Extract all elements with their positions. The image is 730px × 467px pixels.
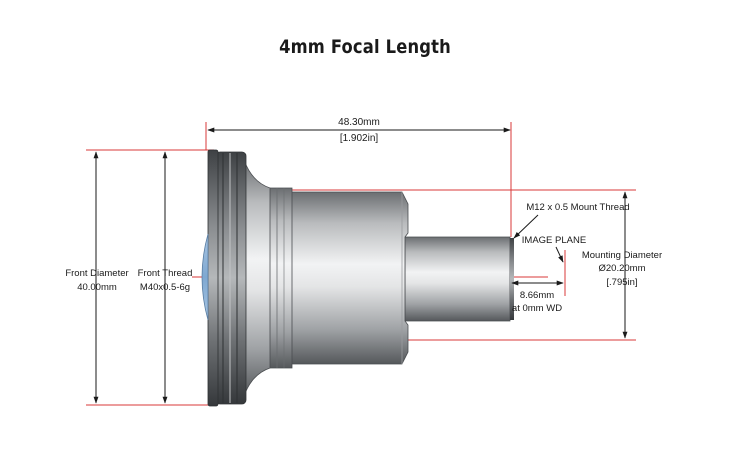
front-thread-value: M40x0.5-6g: [140, 282, 190, 293]
image-plane-leader: [555, 246, 564, 263]
front-thread-label: Front Thread: [138, 268, 193, 279]
dimension-labels: 48.30mm [1.902in] M12 x 0.5 Mount Thread…: [65, 117, 662, 314]
front-diameter-label: Front Diameter: [65, 268, 128, 279]
barrel-collar: [267, 187, 293, 369]
front-glass: [201, 233, 209, 321]
front-diameter-value: 40.00mm: [77, 282, 117, 293]
lens-body: [201, 149, 514, 407]
working-distance-value: 8.66mm: [520, 290, 554, 301]
length-mm-label: 48.30mm: [338, 117, 380, 128]
length-inch-label: [1.902in]: [340, 133, 379, 144]
main-barrel: [289, 191, 409, 365]
working-distance-note: at 0mm WD: [512, 303, 562, 314]
mounting-diameter-label: Mounting Diameter: [582, 250, 662, 261]
dimension-arrows: [93, 127, 628, 404]
mount-thread-leader: [513, 214, 539, 239]
mount-thread-end: [510, 238, 514, 320]
diagram-title: 4mm Focal Length: [279, 36, 451, 58]
image-plane-label: IMAGE PLANE: [522, 235, 586, 246]
front-face: [207, 149, 219, 407]
mount-thread-label: M12 x 0.5 Mount Thread: [526, 202, 629, 213]
mounting-diameter-inch: [.795in]: [606, 277, 637, 288]
mount-thread-section: [404, 236, 511, 322]
front-ring: [215, 151, 247, 405]
mounting-diameter-mm: Ø20.20mm: [599, 263, 646, 274]
